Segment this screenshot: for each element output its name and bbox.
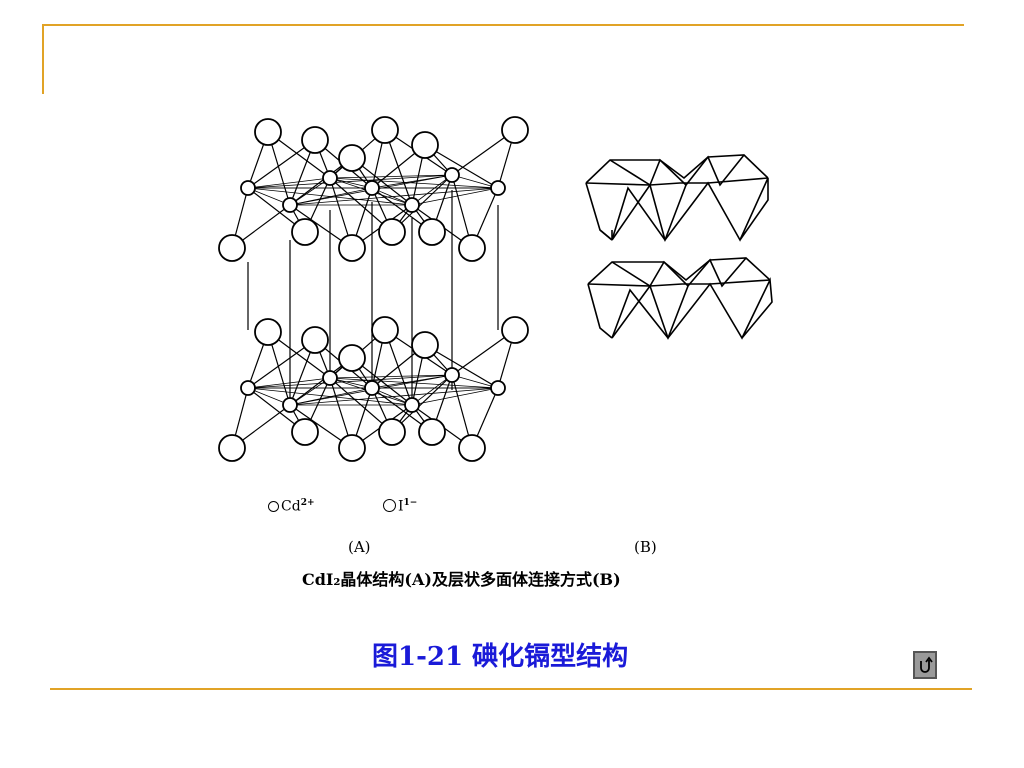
cadmium-ion	[322, 370, 338, 386]
iodide-ion	[458, 434, 486, 462]
bond-line	[289, 387, 499, 406]
iodide-ion	[291, 418, 319, 446]
small-circle-icon	[268, 500, 279, 512]
bond-line	[411, 374, 453, 406]
left-rule	[42, 24, 44, 94]
cadmium-ion	[444, 167, 460, 183]
cadmium-ion	[404, 397, 420, 413]
bond-line	[289, 377, 331, 406]
label-a: (A)	[348, 538, 371, 556]
bond-line	[411, 187, 499, 206]
bond-line	[247, 377, 331, 389]
iodide-ion	[458, 234, 486, 262]
cadmium-ion	[240, 180, 256, 196]
bond-line	[451, 174, 499, 189]
legend-cd-symbol: Cd	[281, 498, 301, 515]
bond-line	[451, 374, 499, 389]
cadmium-ion	[364, 380, 380, 396]
cadmium-ion	[282, 397, 298, 413]
iodide-ion	[301, 126, 329, 154]
label-b: (B)	[634, 538, 657, 556]
bond-line	[329, 177, 499, 189]
iodide-ion	[338, 234, 366, 262]
iodide-ion	[338, 344, 366, 372]
iodide-ion	[378, 418, 406, 446]
bond-line	[247, 174, 453, 189]
bond-line	[411, 174, 453, 206]
iodide-ion	[371, 116, 399, 144]
cadmium-ion	[444, 367, 460, 383]
cadmium-ion	[490, 180, 506, 196]
iodide-ion	[338, 434, 366, 462]
iodide-ion	[378, 218, 406, 246]
bond-line	[424, 344, 499, 389]
iodide-ion	[418, 418, 446, 446]
legend-i-charge: 1−	[403, 498, 418, 508]
bond-line	[329, 374, 453, 379]
iodide-ion	[254, 118, 282, 146]
iodide-ion	[338, 144, 366, 172]
legend-i: I1−	[383, 498, 417, 515]
iodide-ion	[218, 434, 246, 462]
bond-line	[371, 374, 453, 389]
iodide-ion	[411, 131, 439, 159]
legend-i-symbol: I	[398, 498, 404, 515]
iodide-ion	[411, 331, 439, 359]
bond-line	[289, 187, 499, 206]
polyhedra-layer-upper	[585, 154, 769, 242]
cadmium-ion	[364, 180, 380, 196]
bottom-rule	[50, 688, 972, 690]
iodide-ion	[501, 316, 529, 344]
top-rule	[42, 24, 964, 26]
bond-line	[247, 177, 331, 189]
cadmium-ion	[282, 197, 298, 213]
cadmium-ion	[490, 380, 506, 396]
iodide-ion	[218, 234, 246, 262]
polyhedra-layer-lower	[587, 257, 773, 340]
bond-line	[371, 174, 453, 189]
bond-line	[411, 387, 499, 406]
bond-line	[329, 377, 499, 389]
return-arrow-icon	[920, 656, 933, 673]
cadmium-ion	[322, 170, 338, 186]
polyhedra-layers-b	[585, 154, 773, 340]
legend-cd-charge: 2+	[300, 498, 315, 508]
bond-line	[424, 144, 499, 189]
iodide-ion	[418, 218, 446, 246]
cadmium-ion	[404, 197, 420, 213]
cadmium-ion	[240, 380, 256, 396]
figure-inner-caption: CdI₂晶体结构(A)及层状多面体连接方式(B)	[302, 570, 621, 589]
iodide-ion	[254, 318, 282, 346]
return-button[interactable]	[913, 651, 937, 679]
bond-line	[329, 174, 453, 179]
iodide-ion	[501, 116, 529, 144]
bond-line	[289, 177, 331, 206]
large-circle-icon	[383, 498, 396, 512]
iodide-ion	[301, 326, 329, 354]
legend-cd: Cd2+	[268, 498, 315, 515]
figure-title: 图1-21 碘化镉型结构	[372, 642, 629, 672]
bond-line	[247, 374, 453, 389]
iodide-ion	[291, 218, 319, 246]
crystal-structure-a	[218, 116, 529, 462]
iodide-ion	[371, 316, 399, 344]
